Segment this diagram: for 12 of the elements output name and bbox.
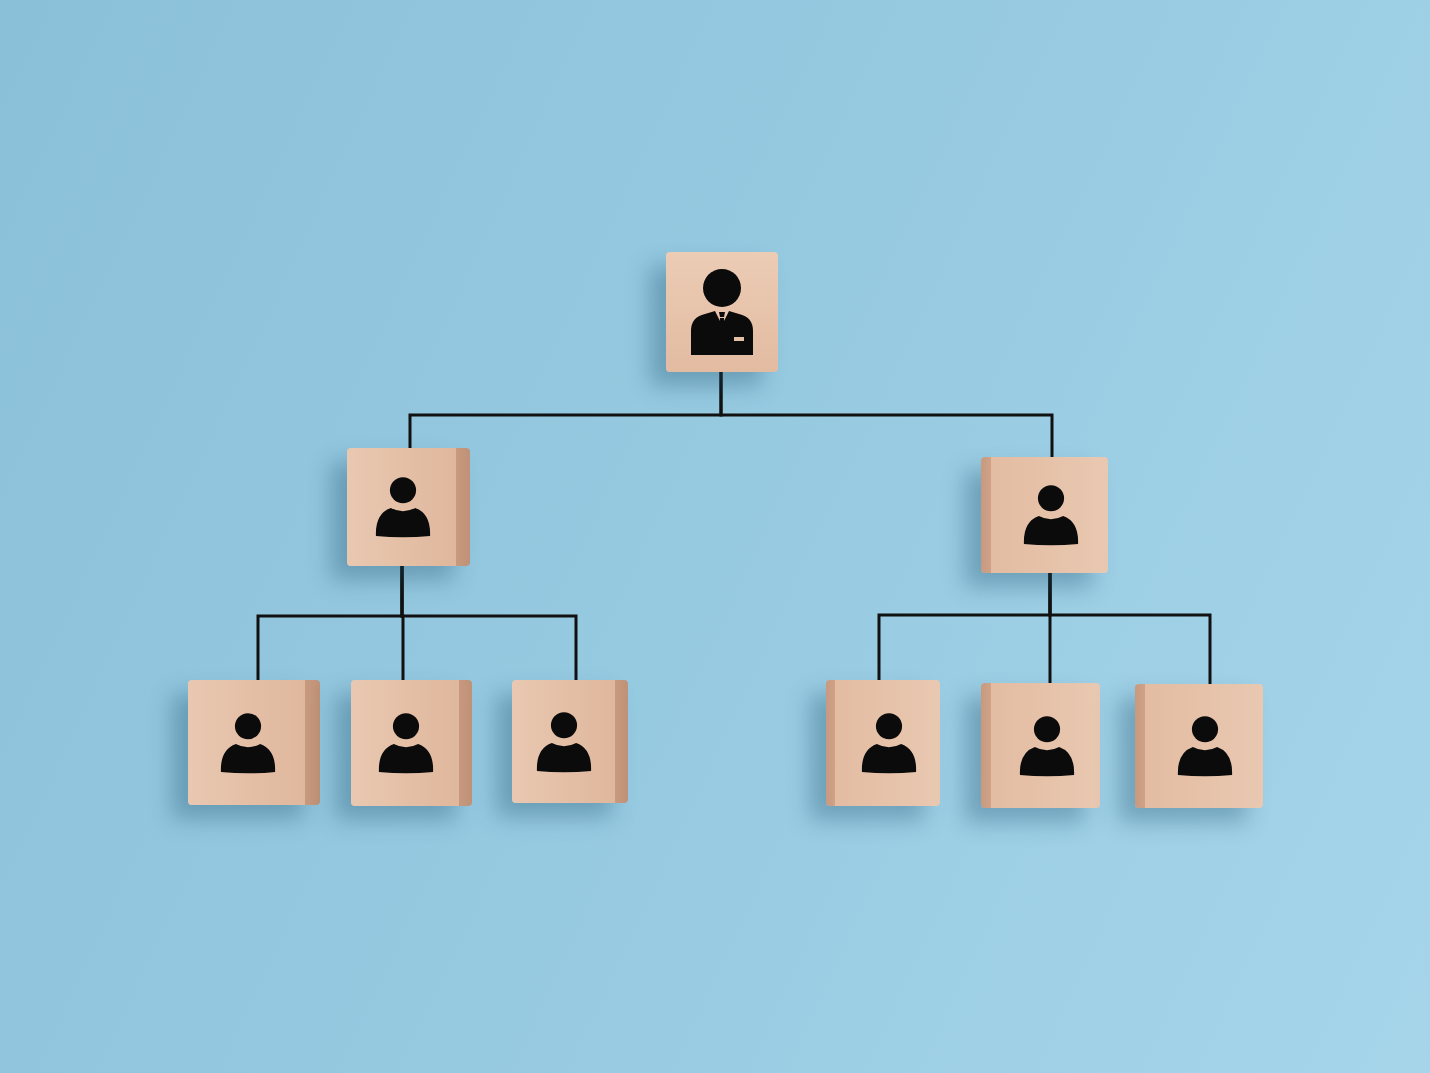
wooden-block <box>188 680 320 805</box>
connector-line <box>400 566 578 680</box>
wooden-block <box>981 683 1100 808</box>
wooden-block <box>512 680 628 803</box>
wooden-block <box>981 457 1108 573</box>
wooden-block <box>826 680 940 806</box>
wooden-block <box>351 680 472 806</box>
wooden-block <box>1135 684 1263 808</box>
connector-line <box>719 372 1054 457</box>
wooden-block <box>666 252 778 372</box>
connector-line <box>1048 573 1212 684</box>
wooden-block <box>347 448 470 566</box>
